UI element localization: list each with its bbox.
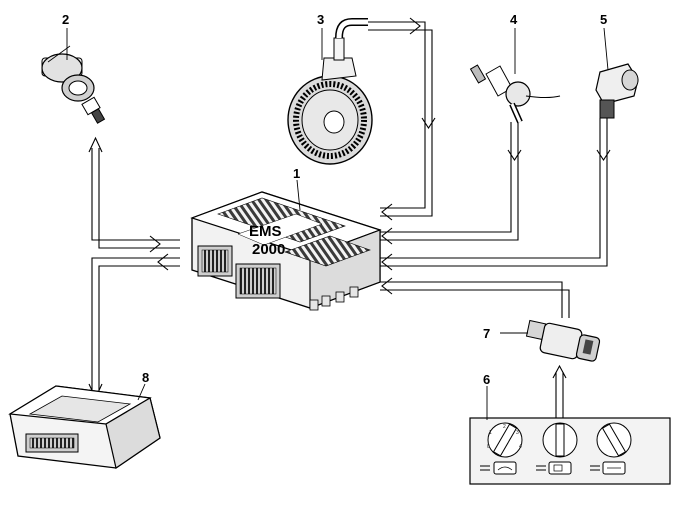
electronic-module [8, 385, 161, 469]
dial-mark-3: 3 [516, 430, 519, 436]
leader-lines [66, 27, 609, 420]
hvac-temp-dial [542, 422, 578, 458]
hvac-mode-dial [596, 422, 632, 458]
hvac-fan-dial: 0 1 2 3 4 [487, 422, 523, 458]
link-crank-sensor-to-ecu [368, 17, 436, 221]
dial-mark-4: 4 [519, 444, 522, 450]
callout-1: 1 [293, 166, 300, 181]
ecu-connector-right [235, 263, 281, 299]
link-hvac-to-pressure-switch [552, 364, 567, 418]
ignition-switch [41, 45, 106, 124]
callouts: 1 2 3 4 5 6 7 8 [62, 12, 607, 387]
hvac-recirc-button [493, 461, 517, 475]
ecu-label-2000: 2000 [252, 241, 285, 258]
ecu-ems2000: EMS 2000 [190, 191, 382, 311]
link-ecu-to-ignition-switch [88, 136, 180, 253]
crank-sensor-wheel [287, 18, 373, 165]
ecu-connector-left [197, 245, 233, 277]
link-ecu-to-module [88, 253, 180, 400]
dial-mark-0: 0 [487, 444, 490, 450]
connector-sensor [595, 63, 639, 119]
ecu-label-ems: EMS [249, 223, 282, 240]
signal-lines [88, 17, 611, 418]
temperature-sensor [469, 64, 561, 124]
callout-3: 3 [317, 12, 324, 27]
hvac-ac-button [602, 461, 626, 475]
link-connector-sensor-to-ecu [380, 118, 611, 271]
callout-6: 6 [483, 372, 490, 387]
link-temp-sensor-to-ecu [380, 122, 522, 245]
module-connector [25, 433, 79, 453]
hvac-rear-defrost-button [548, 461, 572, 475]
callout-4: 4 [510, 12, 518, 27]
pressure-switch [525, 319, 601, 362]
dial-mark-2: 2 [503, 424, 506, 430]
hvac-control-panel: 0 1 2 3 4 [469, 417, 671, 485]
key-icon [81, 96, 106, 124]
link-pressure-switch-to-ecu [380, 277, 570, 318]
callout-7: 7 [483, 326, 490, 341]
callout-5: 5 [600, 12, 607, 27]
callout-2: 2 [62, 12, 69, 27]
callout-8: 8 [142, 370, 149, 385]
dial-mark-1: 1 [489, 430, 492, 436]
